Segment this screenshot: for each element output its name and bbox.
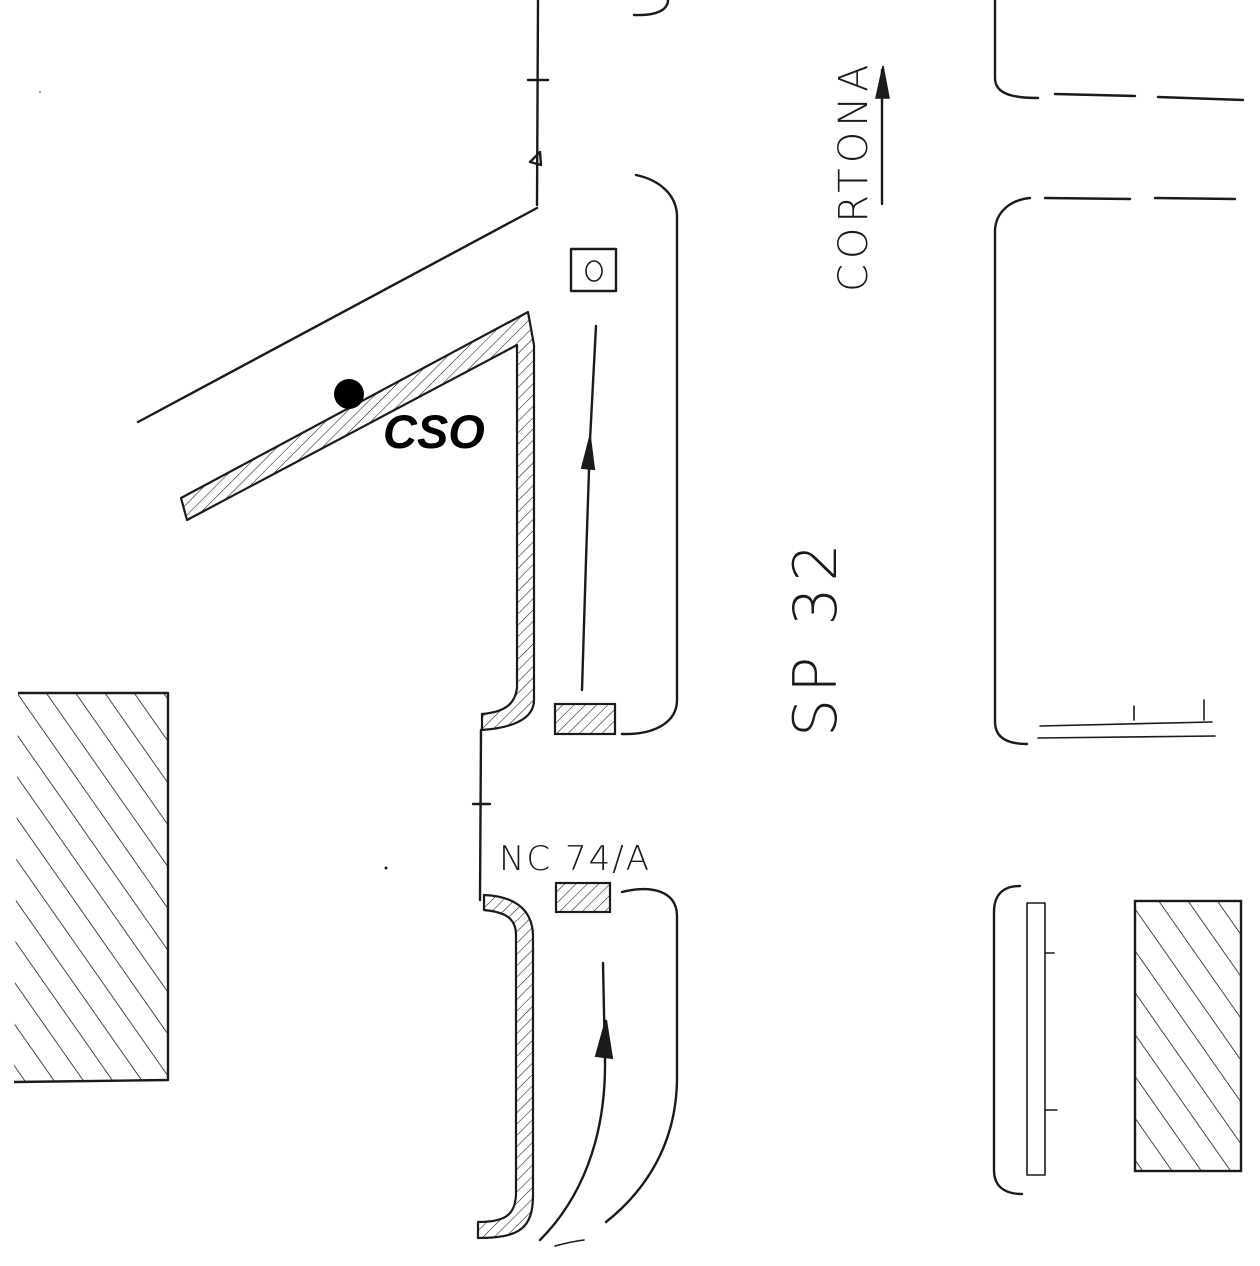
civic-number-label: NC 74/A (499, 839, 651, 879)
manhole-icon (569, 247, 618, 293)
cso-marker (334, 379, 364, 409)
road-sp32-label: SP 32 (781, 537, 851, 737)
hatched-sidewalk (179, 310, 536, 732)
cortona-label: CORTONA (831, 60, 877, 293)
side-street-edge (136, 206, 539, 424)
lower-island-curb (604, 887, 679, 1224)
lower-hatched-block (554, 881, 612, 914)
right-road-edges (993, 0, 1245, 746)
speck (39, 91, 41, 93)
upper-hatched-block (553, 702, 617, 736)
top-road-edge (526, 0, 550, 207)
direction-arrow-icon (875, 65, 890, 206)
cso-label: CSO (383, 405, 485, 458)
right-building (1133, 899, 1243, 1173)
top-curb (632, 0, 670, 17)
upper-island-curb (620, 173, 679, 736)
lower-hatched-sidewalk (476, 893, 535, 1240)
left-building (13, 691, 170, 1084)
right-lower-curb (992, 884, 1058, 1196)
upper-flow-arrow (580, 324, 598, 692)
speck (384, 866, 388, 870)
driveway-line (471, 728, 492, 902)
lower-flow-arrow (538, 961, 614, 1247)
